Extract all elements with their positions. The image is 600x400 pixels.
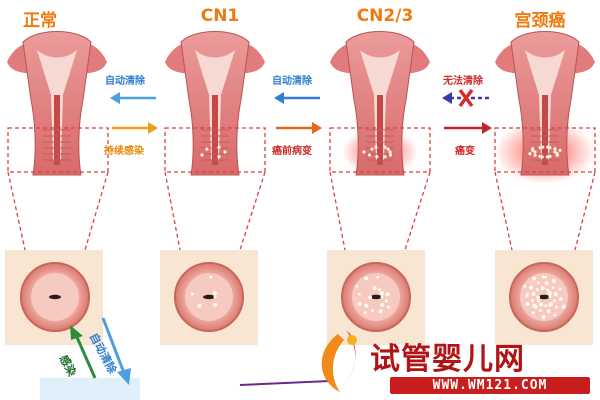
transition-2-back-label: 自动清除	[272, 76, 312, 87]
transition-3-back-label: 无法清除	[443, 76, 483, 87]
transition-2-arrows	[274, 92, 322, 134]
stage-title-cancer: 宫颈癌	[514, 11, 566, 31]
magnified-ring-normal	[20, 262, 90, 332]
magnified-ring-cn1	[174, 262, 244, 332]
bottom-strip	[40, 378, 140, 400]
magnified-ring-cn23	[341, 262, 411, 332]
transition-3-forward-label: 癌变	[455, 146, 475, 157]
zoom-frames	[7, 127, 596, 251]
transition-1-arrows	[110, 92, 158, 134]
stage-title-normal: 正常	[23, 11, 57, 31]
uterus-cn23	[330, 31, 430, 176]
watermark-url: WWW.WM121.COM	[390, 377, 590, 394]
watermark-site-name: 试管婴儿网	[370, 342, 525, 377]
uterus-cn1	[165, 31, 265, 176]
transition-1-back-label: 自动清除	[105, 76, 145, 87]
cycle-arrows	[70, 317, 131, 385]
magnified-ring-cancer	[509, 262, 579, 332]
watermark-logo	[321, 330, 357, 392]
stage-title-cn23: CN2/3	[356, 6, 414, 26]
transition-3-arrows	[442, 88, 492, 134]
stage-title-cn1: CN1	[200, 6, 240, 26]
uterus-cancer	[495, 31, 595, 184]
transition-2-forward-label: 癌前病变	[272, 146, 312, 157]
uterus-normal	[7, 31, 107, 176]
bottom-line	[239, 380, 331, 386]
transition-1-forward-label: 持续感染	[104, 146, 144, 157]
